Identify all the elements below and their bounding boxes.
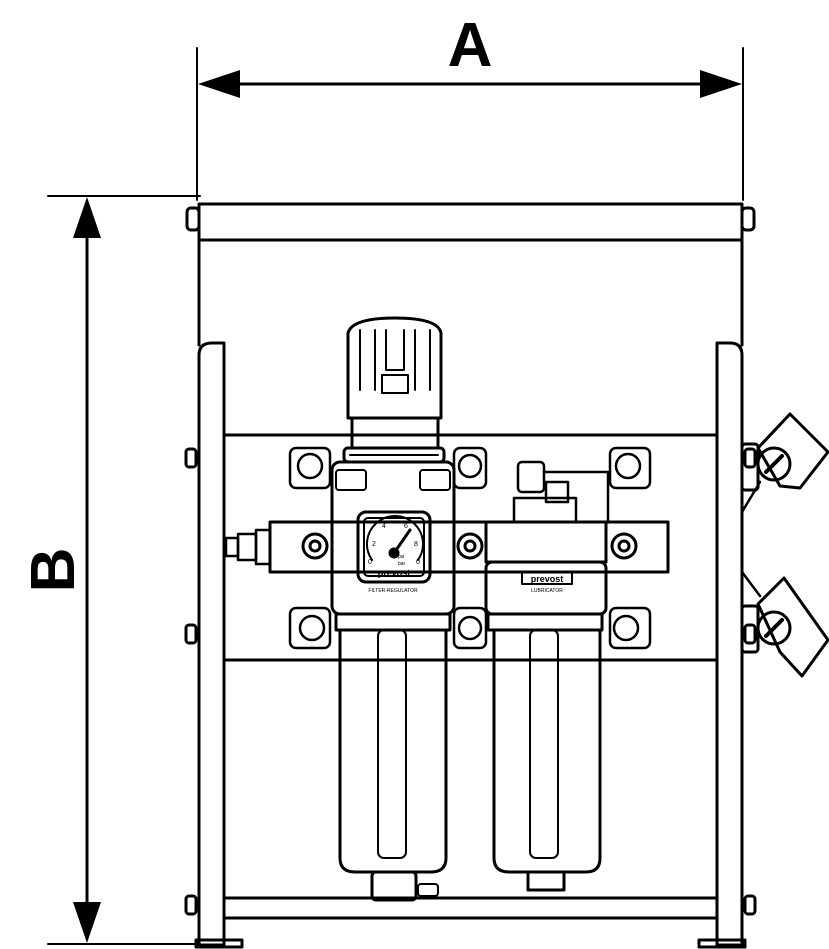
gauge-scale-4: 4 — [382, 523, 386, 530]
dimension-b — [47, 195, 201, 945]
gauge-brand: prevost — [378, 568, 411, 578]
manifold-bar — [268, 520, 670, 574]
dimension-a — [196, 47, 744, 201]
lubricator-body — [484, 520, 608, 616]
lubricator-caption: LUBRICATOR — [531, 588, 563, 594]
arrowhead-up — [73, 197, 101, 238]
ball-valve-upper[interactable] — [740, 412, 829, 514]
arrowhead-right — [700, 70, 742, 98]
pressure-gauge — [356, 510, 432, 584]
bottom-bar — [222, 896, 719, 920]
frame-handle — [185, 202, 756, 347]
frame-left-leg — [184, 341, 244, 949]
gauge-scale-2: 2 — [372, 541, 376, 548]
lubricator-top — [512, 460, 610, 524]
filter-bowl — [334, 612, 452, 902]
mounting-brackets — [288, 446, 652, 650]
gauge-scale-6: 6 — [404, 523, 408, 530]
gauge-scale-0-left: 0 — [368, 559, 372, 566]
gauge-unit-bar: bar — [398, 561, 406, 567]
mounting-plate — [222, 433, 719, 662]
gauge-scale-0-right: 0 — [416, 559, 420, 566]
dimension-b-label: B — [19, 548, 88, 593]
arrowhead-left — [198, 70, 240, 98]
inlet-connector — [224, 528, 272, 566]
dimension-a-label: A — [448, 11, 493, 80]
lubricator-bowl — [486, 612, 604, 892]
arrowhead-down — [73, 902, 101, 943]
regulator-caption: FILTER-REGULATOR — [368, 588, 418, 594]
frame-right-leg — [697, 341, 757, 949]
gauge-unit-psi: psi — [398, 554, 404, 560]
ball-valve-lower[interactable] — [740, 570, 829, 678]
lubricator-brand: prevost — [531, 574, 564, 584]
regulator-knob — [342, 316, 446, 464]
gauge-scale-8: 8 — [414, 541, 418, 548]
